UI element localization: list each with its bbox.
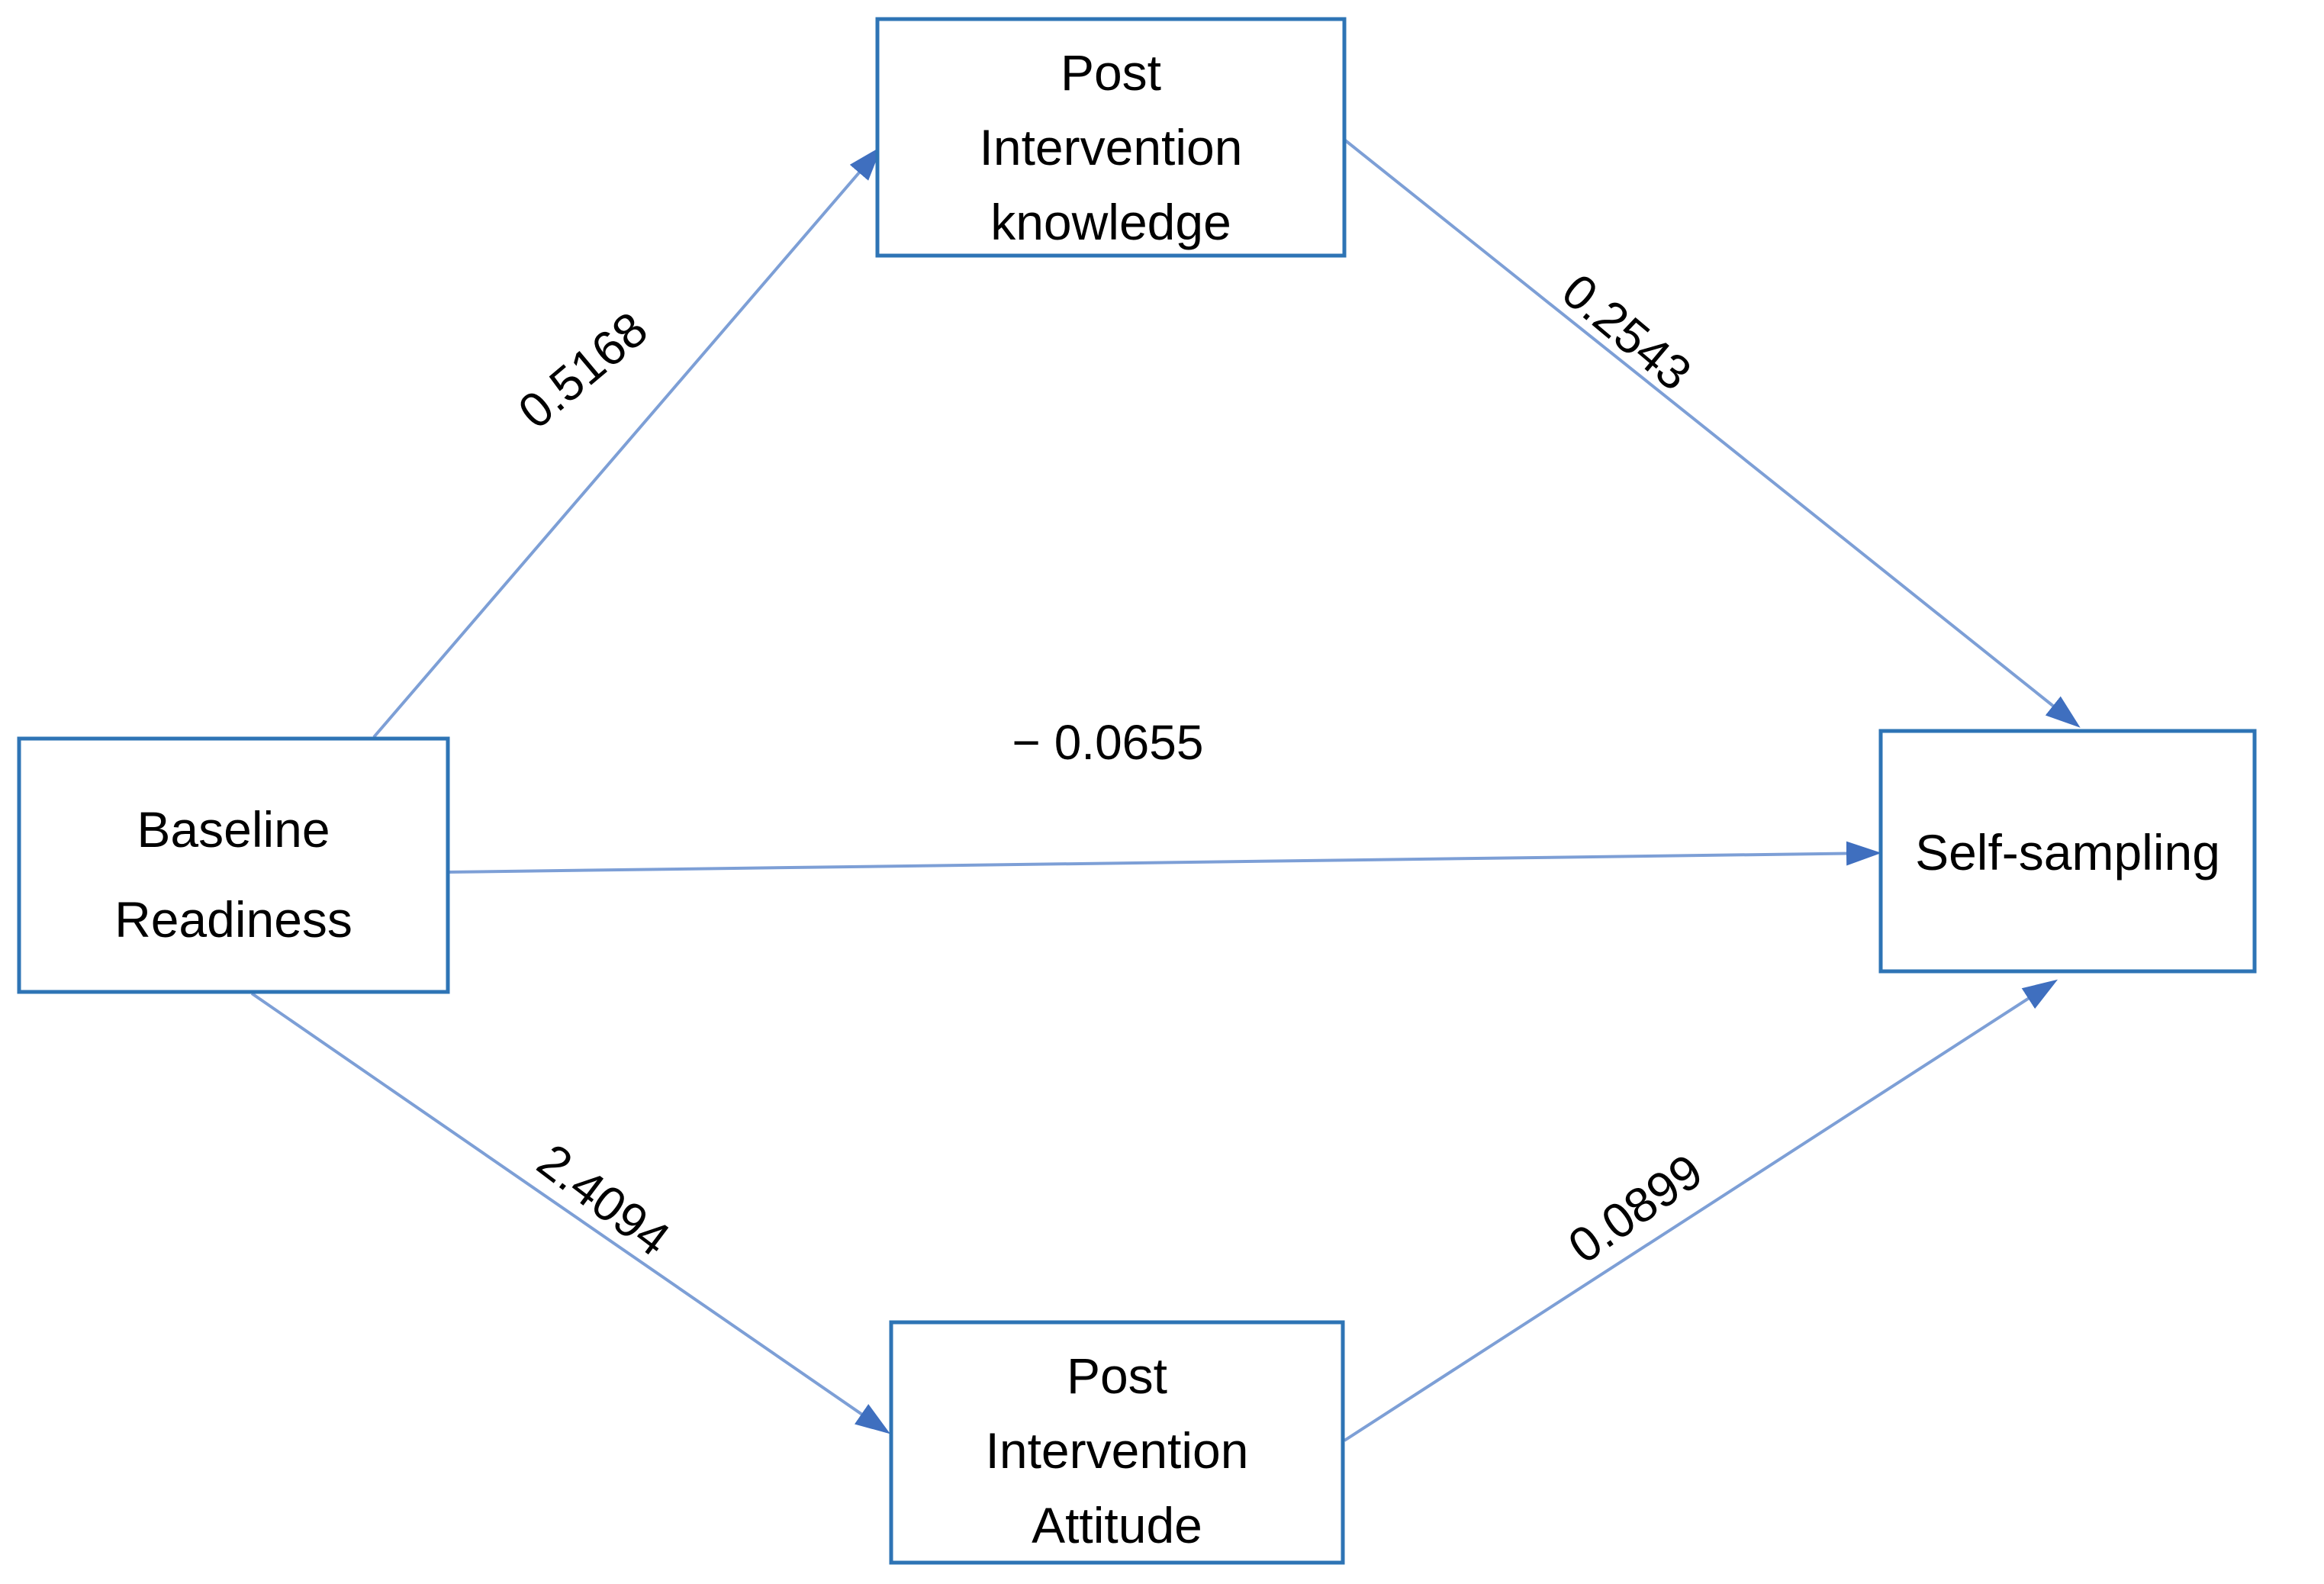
- edge-label-baseline-to-selfsampling: − 0.0655: [1012, 715, 1204, 770]
- node-self-sampling: Self-sampling: [1878, 729, 2257, 974]
- edge-group: [250, 138, 2081, 1442]
- node-label-knowledge-line2: Intervention: [980, 119, 1243, 175]
- node-box-selfsampling: [1878, 729, 2257, 974]
- node-label-knowledge-line1: Post: [1061, 44, 1161, 101]
- node-label-knowledge-line3: knowledge: [990, 194, 1231, 250]
- node-label-attitude-line1: Post: [1067, 1347, 1167, 1404]
- node-group: Post Intervention knowledge Baseline Rea…: [17, 17, 2257, 1565]
- node-box-knowledge: [875, 17, 1347, 258]
- edge-arrow-attitude-to-selfsampling: [1343, 979, 2058, 1442]
- edge-arrow-baseline-to-attitude: [250, 992, 890, 1434]
- node-label-baseline-line2: Readiness: [114, 891, 352, 948]
- edge-label-baseline-to-knowledge: 0.5168: [508, 301, 658, 439]
- node-post-intervention-knowledge: Post Intervention knowledge: [875, 17, 1347, 258]
- node-label-attitude-line2: Intervention: [986, 1422, 1249, 1479]
- node-label-baseline-line1: Baseline: [137, 801, 330, 858]
- node-label-attitude-line3: Attitude: [1032, 1497, 1202, 1553]
- edge-label-group: 0.5168 0.2543 − 0.0655 2.4094 0.0899: [508, 263, 1712, 1274]
- node-box-baseline: [17, 736, 450, 994]
- node-label-selfsampling: Self-sampling: [1915, 824, 2220, 881]
- edge-arrow-baseline-to-selfsampling: [447, 841, 1881, 874]
- edge-label-knowledge-to-selfsampling: 0.2543: [1552, 263, 1701, 401]
- node-box-attitude: [889, 1320, 1345, 1565]
- node-baseline-readiness: Baseline Readiness: [17, 736, 450, 994]
- edge-arrow-knowledge-to-selfsampling: [1343, 138, 2081, 728]
- edge-arrow-baseline-to-knowledge: [372, 146, 882, 739]
- node-post-intervention-attitude: Post Intervention Attitude: [889, 1320, 1345, 1565]
